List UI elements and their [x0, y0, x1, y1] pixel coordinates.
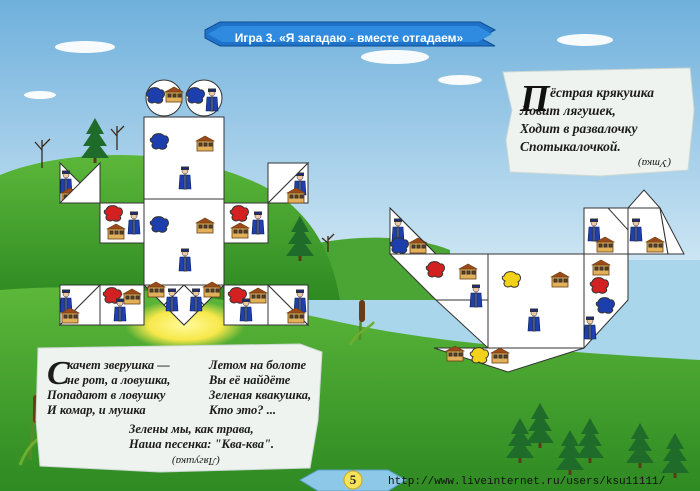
riddle-left-line: Кто это? ... [209, 403, 276, 417]
riddle-right-line: Ходит в развалочку [520, 121, 638, 136]
riddle-left-line: качет зверушка — [67, 358, 170, 372]
frog-arm-left-tri2 [58, 161, 101, 204]
bare-tree-icon [34, 125, 335, 252]
title-banner [204, 21, 497, 47]
riddle-right-answer: (Утка) [638, 157, 672, 169]
riddle-right: П ёстрая крякушка Ловит лягушек, Ходит в… [520, 80, 692, 169]
riddle-left-line: И комар, и мушка [47, 403, 146, 417]
riddle-left-line: Зелены мы, как трава, [129, 422, 254, 436]
riddle-left-col2: Летом на болоте Вы её найдёте Зеленая кв… [209, 358, 349, 418]
riddle-right-paper [502, 67, 695, 177]
duck-beak [659, 207, 685, 255]
riddle-left-col3: Зелены мы, как трава, Наша песенка: "Ква… [129, 422, 329, 452]
riddle-right-dropcap: П [520, 78, 550, 120]
riddle-left-col1: качет зверушка — не рот, а ловушка, Попа… [47, 358, 217, 418]
riddle-left-line: Попадают в ловушку [47, 388, 166, 402]
page-number: 5 [349, 472, 357, 487]
frog-body [143, 198, 225, 286]
watermark-url: http://www.liveinternet.ru/users/ksu1111… [388, 476, 666, 488]
riddle-left-line: Летом на болоте [209, 358, 307, 372]
duck-body-center [487, 253, 585, 349]
riddle-left-line: Вы её найдёте [209, 373, 291, 387]
riddle-right-line: Спотыкалочкой. [520, 139, 621, 154]
riddle-right-line: Ловит лягушек, [520, 103, 616, 118]
page-title: Игра 3. «Я загадаю - вместе отгадаем» [234, 31, 464, 45]
riddle-left-line: Зеленая квакушка, [209, 388, 312, 402]
riddle-right-line: ёстрая крякушка [550, 85, 655, 100]
riddle-left-dropcap: С [47, 355, 70, 392]
riddle-left-line: Наша песенка: "Ква-ква". [129, 437, 275, 451]
sun-glow [125, 300, 245, 350]
riddle-left-paper [35, 343, 323, 473]
page-number-badge [299, 469, 407, 491]
frog-puzzle [58, 79, 310, 327]
riddle-left-answer: (Лягушка) [172, 455, 220, 467]
riddle-left-line: не рот, а ловушка, [67, 373, 171, 387]
duck-puzzle [388, 189, 685, 373]
